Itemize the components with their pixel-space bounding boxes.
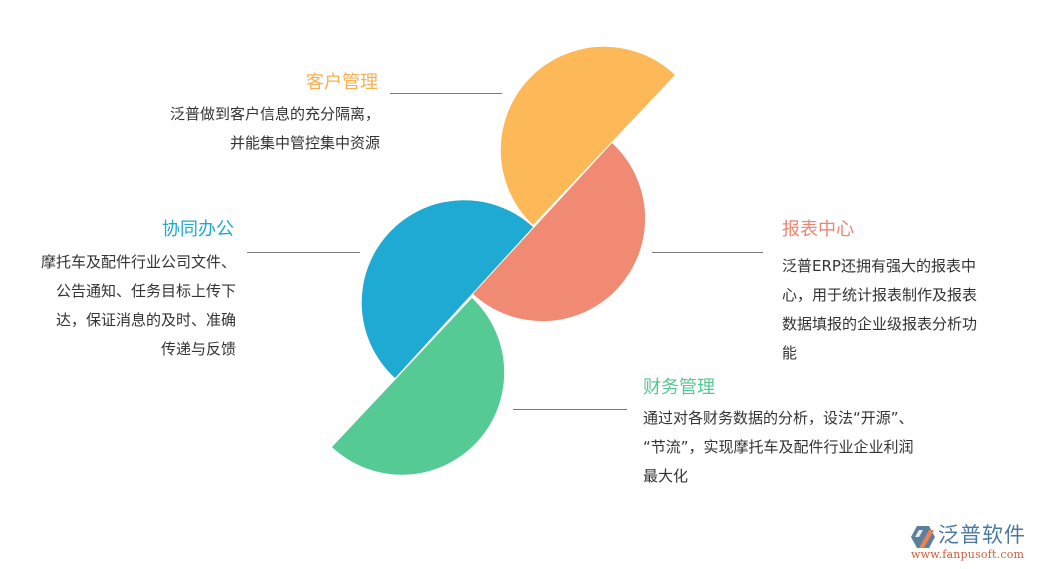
description-line: 公告通知、任务目标上传下 (55, 282, 236, 300)
customer-connector-line (390, 93, 502, 94)
description-line: 传递与反馈 (160, 340, 236, 358)
description-line: 心，用于统计报表制作及报表 (782, 286, 978, 304)
fanpu-logo: 泛普软件 www.fanpusoft.com (908, 520, 1038, 564)
report-center-description: 泛普ERP还拥有强大的报表中 心，用于统计报表制作及报表 数据填报的企业级报表分… (782, 252, 977, 368)
report-semicircle (473, 143, 646, 322)
description-line: 数据填报的企业级报表分析功 (782, 315, 978, 333)
description-line: “节流”，实现摩托车及配件行业企业利润 (643, 438, 914, 456)
finance-management-title: 财务管理 (643, 377, 715, 398)
office-semicircle (361, 200, 533, 378)
description-line: 通过对各财务数据的分析，设法“开源”、 (643, 409, 914, 427)
description-line: 并能集中管控集中资源 (229, 134, 380, 152)
fanpu-logo-icon (911, 526, 935, 548)
customer-semicircle (500, 46, 675, 226)
customer-management-description: 泛普做到客户信息的充分隔离， 并能集中管控集中资源 (100, 100, 380, 158)
finance-semicircle (332, 298, 505, 475)
description-line: 泛普做到客户信息的充分隔离， (169, 105, 380, 123)
description-line: 最大化 (643, 467, 689, 485)
collaborative-office-title: 协同办公 (162, 219, 234, 240)
office-connector-line (247, 252, 360, 253)
collaborative-office-description: 摩托车及配件行业公司文件、 公告通知、任务目标上传下 达，保证消息的及时、准确 … (0, 248, 236, 364)
report-connector-line (652, 252, 763, 253)
logo-url: www.fanpusoft.com (911, 548, 1025, 561)
description-line: 泛普ERP还拥有强大的报表中 (782, 257, 976, 275)
finance-connector-line (513, 409, 627, 410)
description-line: 摩托车及配件行业公司文件、 (40, 253, 236, 271)
description-line: 达，保证消息的及时、准确 (55, 311, 236, 329)
description-line: 能 (782, 344, 798, 362)
customer-management-title: 客户管理 (306, 72, 378, 93)
logo-brand-name: 泛普软件 (938, 523, 1026, 547)
finance-management-description: 通过对各财务数据的分析，设法“开源”、 “节流”，实现摩托车及配件行业企业利润 … (643, 404, 914, 491)
report-center-title: 报表中心 (782, 219, 854, 240)
